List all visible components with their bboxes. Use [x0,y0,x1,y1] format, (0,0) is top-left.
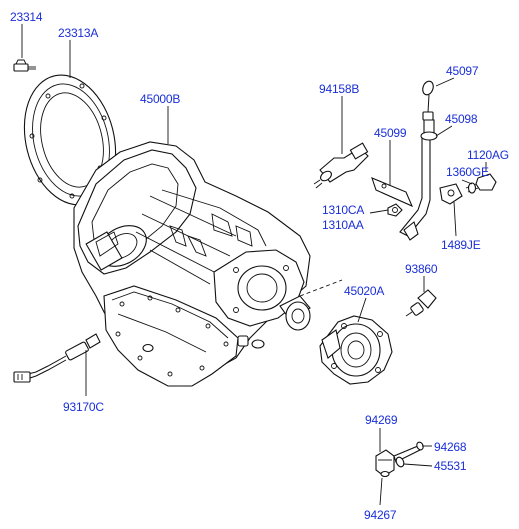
label-1360GE: 1360GE [446,165,489,179]
label-94268: 94268 [434,440,467,454]
sensor-93860 [405,289,437,317]
bracket-45099 [371,177,414,208]
label-93170C: 93170C [63,400,104,414]
label-45000B: 45000B [140,92,180,106]
label-45098: 45098 [445,112,478,126]
label-93860: 93860 [405,262,438,276]
label-45531: 45531 [434,459,467,473]
sensor-harness-93170C [13,333,101,383]
label-23313A: 23313A [58,26,98,40]
label-94269: 94269 [365,413,398,427]
dipstick-45097 [422,80,434,121]
label-45097: 45097 [446,64,479,78]
label-94267: 94267 [364,508,397,522]
shaft-centerline [299,279,343,297]
dipstick-tube-45098 [399,119,438,241]
label-45020A: 45020A [344,284,384,298]
label-23314: 23314 [10,10,43,24]
label-1310CA: 1310CA [322,203,364,217]
label-1489JE: 1489JE [441,238,481,252]
label-45099: 45099 [374,126,407,140]
label-1120AG: 1120AG [467,148,509,162]
flywheel-gasket-23313A [23,74,117,206]
label-1310AA: 1310AA [322,218,364,232]
clamp-1489JE [439,183,463,205]
sensor-94158B [313,142,369,189]
leader-lines [21,24,487,506]
companion-flange-45020A [319,315,393,385]
washer-1360GE [467,182,477,194]
sensor-assembly-94267 [375,449,395,478]
bolt-23314 [13,59,36,72]
transmission-assembly-45000B [73,141,311,387]
label-94158B: 94158B [319,82,359,96]
nut-1310CA [387,203,403,217]
o-ring-45531 [395,456,405,468]
